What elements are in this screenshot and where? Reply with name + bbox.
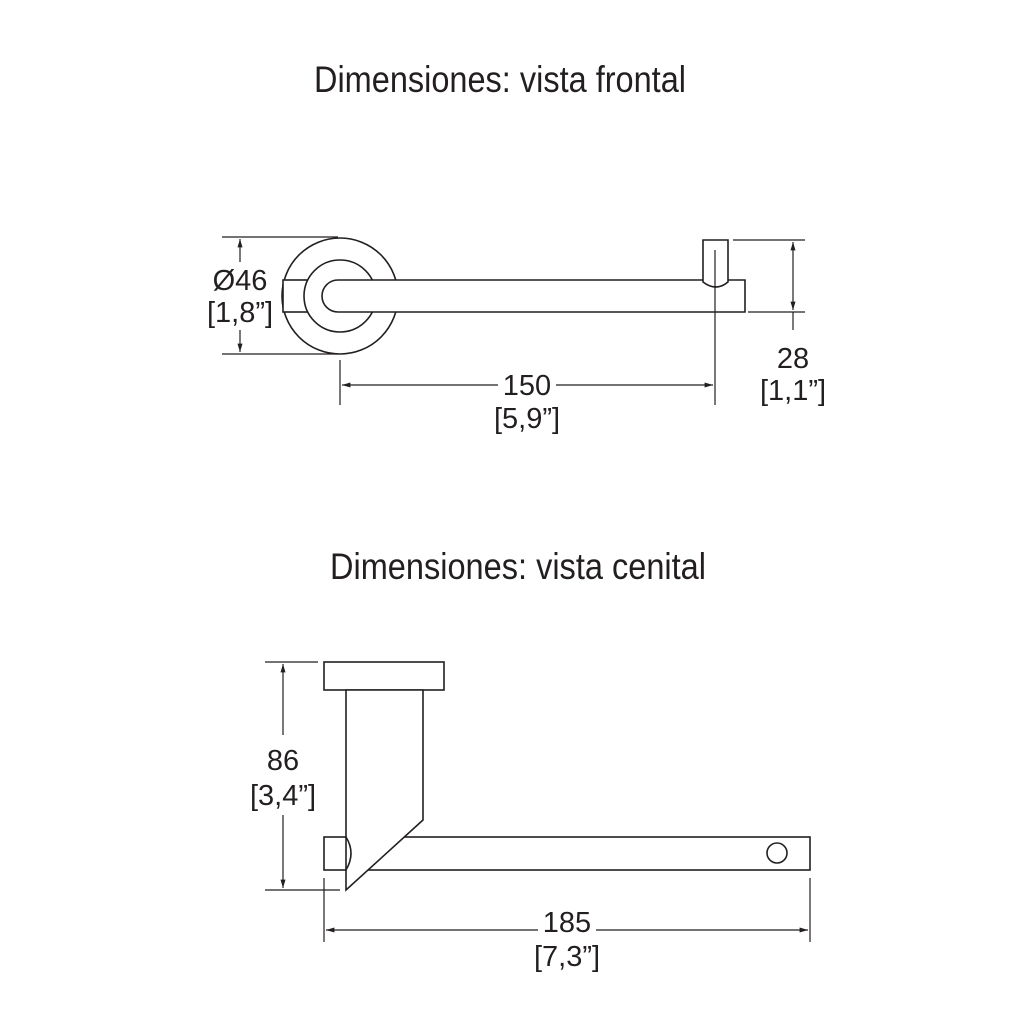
diameter-dimension: Ø46 [1,8”] [207, 236, 338, 355]
length-in-label: [5,9”] [494, 403, 560, 435]
diameter-in-label: [1,8”] [207, 297, 273, 329]
depth-in-label: [3,4”] [250, 780, 316, 812]
depth-dimension: 86 [3,4”] [250, 661, 340, 891]
bar-hole [766, 842, 788, 864]
front-view-part [281, 237, 746, 355]
rod [321, 279, 746, 313]
top-view: Dimensiones: vista cenital 86 [3,4”] 185… [250, 546, 811, 973]
height-mm-label: 28 [777, 343, 809, 375]
top-view-part [323, 661, 811, 892]
height-dimension: 28 [1,1”] [733, 239, 826, 407]
overall-length-in-label: [7,3”] [534, 941, 600, 973]
length-mm-label: 150 [503, 370, 551, 402]
diameter-mm-label: Ø46 [213, 265, 268, 297]
wall-plate [323, 661, 445, 691]
bar [323, 836, 811, 871]
overall-length-mm-label: 185 [543, 907, 591, 939]
front-view: Dimensiones: vista frontal Ø46 [1,8”] 28… [207, 59, 826, 435]
top-view-title: Dimensiones: vista cenital [330, 546, 706, 587]
height-in-label: [1,1”] [760, 375, 826, 407]
bar-end-curve [345, 836, 352, 871]
stem [345, 689, 424, 892]
front-view-title: Dimensiones: vista frontal [314, 59, 686, 100]
overall-length-dimension: 185 [7,3”] [323, 878, 811, 973]
depth-mm-label: 86 [267, 745, 299, 777]
length-dimension: 150 [5,9”] [339, 250, 716, 435]
